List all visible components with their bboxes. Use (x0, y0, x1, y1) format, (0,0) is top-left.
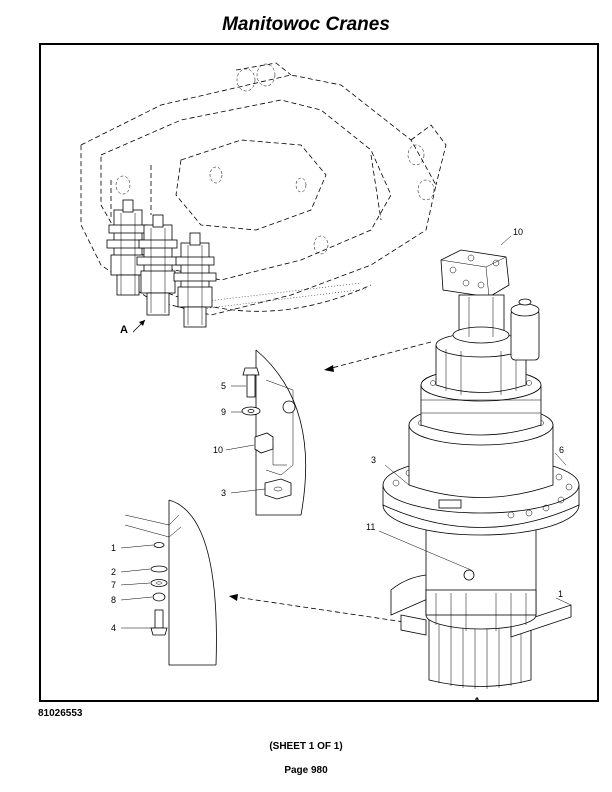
main-view-letter: A (473, 696, 481, 700)
swing-drive-assembly: 10 3 6 11 1 A (366, 227, 580, 700)
callout-label: 7 (111, 580, 116, 590)
sheet-label: (SHEET 1 OF 1) (269, 741, 343, 752)
plate-part (264, 478, 292, 500)
page-title: Manitowoc Cranes (222, 14, 390, 35)
callout-label: 4 (111, 623, 116, 633)
callout-label: 2 (111, 567, 116, 577)
drawing-number: 81026553 (38, 708, 83, 719)
callout-label: 1 (558, 589, 563, 599)
washer (150, 579, 168, 587)
page-number: Page 980 (284, 765, 328, 776)
callout-label: 9 (221, 407, 226, 417)
shield-plate (510, 604, 572, 638)
grease-fitting (463, 569, 475, 581)
washer (150, 565, 168, 573)
exploded-parts-diagram: A 5 9 10 3 (80, 62, 580, 700)
bolt-shank (246, 374, 256, 398)
brake-housing (435, 344, 527, 393)
drawing-frame: A 5 9 10 3 (39, 43, 599, 702)
bolt-shank (154, 609, 164, 629)
callout-label: 6 (559, 445, 564, 455)
block-part (254, 432, 274, 454)
bolt-hole (153, 542, 165, 548)
swing-drive-small-2 (136, 214, 180, 316)
nut (152, 592, 166, 602)
callout-label: 8 (111, 595, 116, 605)
brake-valve (510, 309, 540, 361)
hydraulic-motor (440, 249, 510, 298)
gearbox-stage (408, 424, 554, 498)
callout-label: 3 (221, 488, 226, 498)
callout-label: 3 (371, 455, 376, 465)
bolt-head (242, 367, 260, 376)
view-marker: A (120, 324, 128, 336)
callout-label: 10 (213, 445, 223, 455)
detail-lower: 1 2 7 8 4 (111, 499, 217, 666)
detail-upper: 5 9 10 3 (213, 349, 307, 516)
callout-label: 5 (221, 381, 226, 391)
swing-drive-small-3 (173, 232, 217, 328)
bolt-head (150, 627, 168, 636)
view-arrow-icon (139, 320, 145, 326)
pinion-gear (428, 609, 532, 687)
arrow-icon (324, 365, 334, 372)
callout-label: 10 (513, 227, 523, 237)
bolt-hole (282, 400, 296, 414)
callout-label: 11 (366, 522, 375, 532)
callout-label: 1 (111, 543, 116, 553)
arrow-icon (229, 594, 238, 601)
